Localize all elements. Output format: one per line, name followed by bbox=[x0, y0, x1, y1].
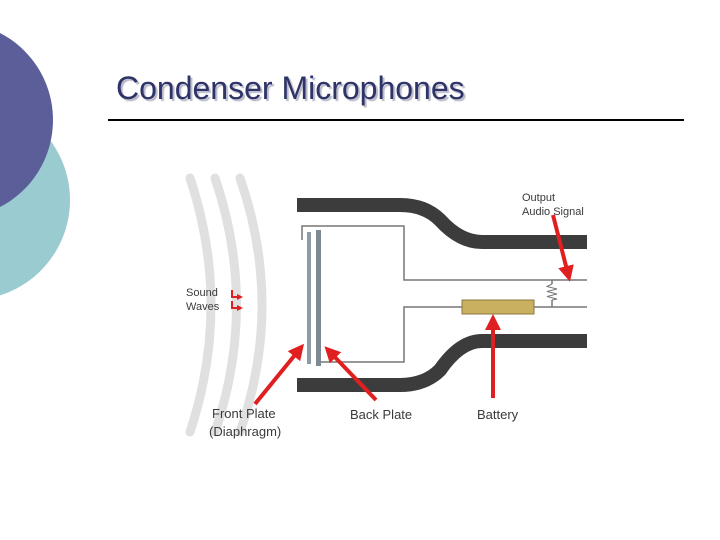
sound-wave-arrows bbox=[231, 290, 243, 311]
sound-wave-arcs bbox=[185, 173, 267, 437]
microphone-housing bbox=[297, 198, 587, 392]
back-plate bbox=[316, 230, 321, 366]
label-front-plate-line1: Front Plate bbox=[212, 406, 276, 421]
circuit-wiring bbox=[301, 225, 587, 363]
label-output-line2: Audio Signal bbox=[522, 206, 584, 218]
label-output-line1: Output bbox=[522, 192, 556, 204]
arrow-back-plate bbox=[324, 346, 378, 402]
title-underline bbox=[108, 119, 684, 121]
slide-title: Condenser Microphones bbox=[116, 70, 465, 106]
label-front-plate: Front Plate (Diaphragm) bbox=[209, 406, 281, 440]
label-output: Output Audio Signal bbox=[522, 191, 584, 219]
label-sound-line2: Waves bbox=[186, 301, 220, 313]
pointer-arrows bbox=[253, 214, 574, 406]
label-battery: Battery bbox=[477, 407, 519, 422]
decor-circle-dark bbox=[0, 32, 53, 208]
label-sound-waves: Sound Waves bbox=[186, 286, 219, 314]
resistor-symbol bbox=[545, 283, 558, 301]
label-sound-line1: Sound bbox=[186, 287, 218, 299]
arrow-front-plate bbox=[253, 343, 305, 406]
battery-component bbox=[461, 299, 535, 315]
front-plate-diaphragm bbox=[307, 232, 311, 364]
label-back-plate: Back Plate bbox=[350, 407, 413, 422]
label-front-plate-line2: (Diaphragm) bbox=[209, 424, 282, 439]
arrow-output bbox=[551, 214, 574, 282]
